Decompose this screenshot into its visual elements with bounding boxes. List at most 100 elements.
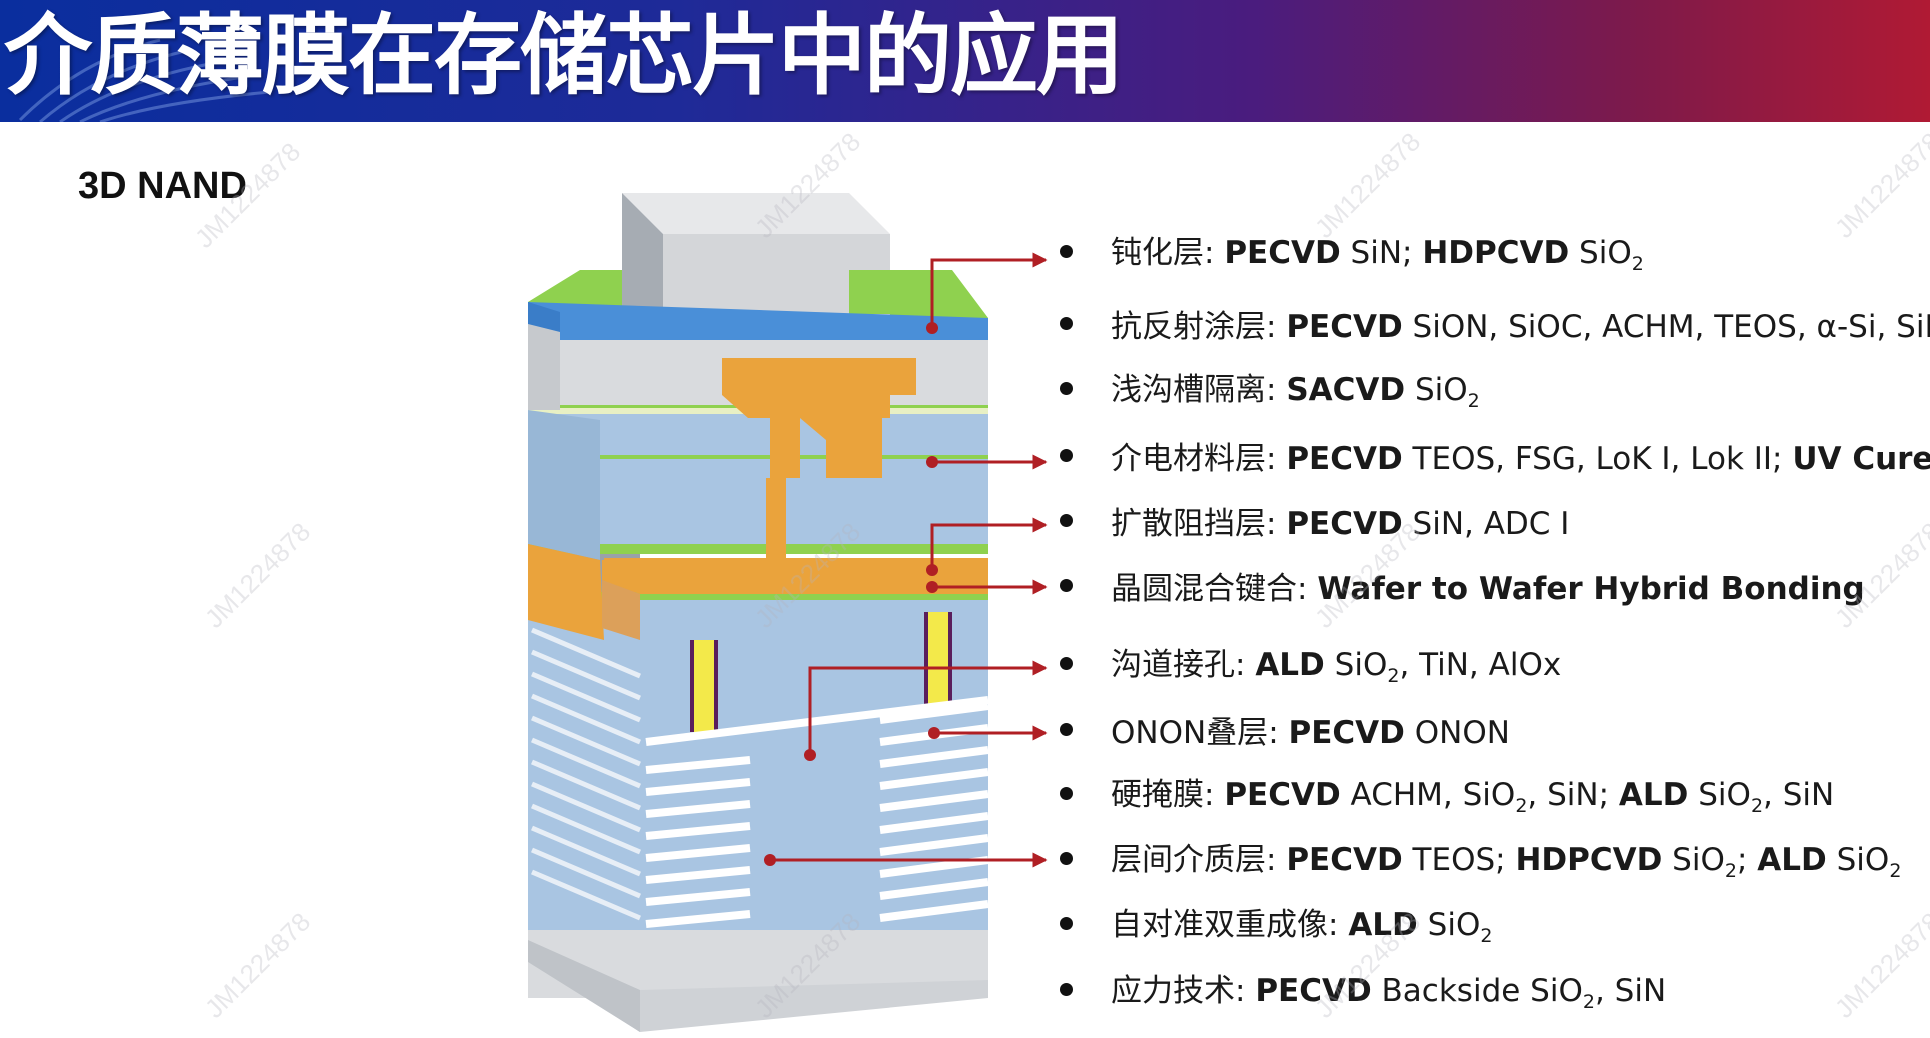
application-name: 介电材料层 (1111, 440, 1266, 477)
application-detail: SACVD (1286, 371, 1406, 408)
bullet-icon (1060, 578, 1073, 592)
application-detail: HDPCVD (1422, 234, 1570, 271)
application-detail: 2 (1480, 925, 1493, 948)
application-detail: SiN, ADC I (1402, 505, 1570, 542)
application-detail: PECVD (1286, 308, 1403, 345)
application-name: 硬掩膜 (1111, 776, 1204, 813)
application-detail: SiO (1569, 234, 1632, 271)
application-detail: SiO (1417, 906, 1481, 943)
application-detail: HDPCVD (1515, 841, 1663, 878)
application-label: 应力技术: PECVD Backside SiO2, SiN (1111, 972, 1667, 1014)
application-detail: SiO (1662, 841, 1725, 878)
application-detail: ALD (1348, 906, 1418, 943)
application-detail: 2 (1889, 860, 1902, 883)
bullet-icon (1060, 513, 1073, 527)
application-item: 自对准双重成像: ALD SiO2 (1060, 900, 1493, 948)
bullet-icon (1060, 381, 1073, 395)
application-detail: SiO (1688, 776, 1751, 813)
application-label: 抗反射涂层: PECVD SiON, SiOC, ACHM, TEOS, α-S… (1111, 301, 1930, 346)
application-item: 抗反射涂层: PECVD SiON, SiOC, ACHM, TEOS, α-S… (1060, 300, 1930, 346)
application-detail: 2 (1467, 390, 1480, 413)
application-detail: ALD (1255, 646, 1325, 683)
application-name: 沟道接孔 (1111, 646, 1235, 683)
application-detail: TEOS; (1402, 841, 1516, 878)
bullet-icon (1060, 982, 1073, 996)
application-detail: PECVD (1286, 440, 1403, 477)
application-detail: ACHM, SiO (1340, 776, 1516, 813)
application-label: 扩散阻挡层: PECVD SiN, ADC I (1111, 505, 1570, 542)
bullet-icon (1060, 656, 1073, 670)
application-item: ONON叠层: PECVD ONON (1060, 706, 1510, 752)
application-detail: UV Cure (1792, 440, 1930, 477)
application-item: 层间介质层: PECVD TEOS; HDPCVD SiO2; ALD SiO2 (1060, 835, 1902, 883)
application-label: 自对准双重成像: ALD SiO2 (1111, 906, 1493, 948)
application-detail: , SiN (1763, 776, 1835, 813)
application-detail: 2 (1387, 665, 1400, 688)
section-subtitle: 3D NAND (78, 165, 247, 207)
application-detail: SiO (1324, 646, 1388, 683)
application-detail: SiON, SiOC, ACHM, TEOS, α-Si, SiN (1402, 308, 1930, 345)
application-detail: PECVD (1255, 972, 1372, 1009)
application-item: 应力技术: PECVD Backside SiO2, SiN (1060, 966, 1667, 1014)
application-detail: PECVD (1224, 234, 1341, 271)
page-title: 介质薄膜在存储芯片中的应用 (4, 4, 1124, 107)
application-detail: , SiN (1594, 972, 1667, 1009)
bullet-icon (1060, 916, 1073, 930)
application-detail: 2 (1582, 991, 1595, 1014)
application-detail: 2 (1750, 795, 1764, 818)
application-item: 沟道接孔: ALD SiO2, TiN, AlOx (1060, 640, 1562, 688)
application-name: 层间介质层 (1111, 841, 1266, 878)
application-item: 浅沟槽隔离: SACVD SiO2 (1060, 365, 1480, 413)
application-label: 硬掩膜: PECVD ACHM, SiO2, SiN; ALD SiO2, Si… (1111, 776, 1835, 818)
application-detail: SiO (1405, 371, 1468, 408)
application-item: 钝化层: PECVD SiN; HDPCVD SiO2 (1060, 228, 1644, 276)
onon-stack (645, 696, 989, 928)
application-item: 晶圆混合键合: Wafer to Wafer Hybrid Bonding (1060, 562, 1865, 608)
application-item: 扩散阻挡层: PECVD SiN, ADC I (1060, 497, 1569, 543)
application-detail: ONON (1404, 714, 1510, 751)
application-detail: Wafer to Wafer Hybrid Bonding (1317, 570, 1865, 607)
bullet-icon (1060, 786, 1073, 800)
application-detail: 2 (1515, 795, 1528, 818)
title-bar: 介质薄膜在存储芯片中的应用 (0, 0, 1930, 122)
application-detail: , SiN; (1527, 776, 1619, 813)
application-detail: PECVD (1288, 714, 1405, 751)
feather-decoration-icon (18, 38, 271, 122)
application-label: 晶圆混合键合: Wafer to Wafer Hybrid Bonding (1111, 570, 1865, 607)
application-name: 钝化层 (1111, 234, 1204, 271)
application-name: 晶圆混合键合 (1111, 570, 1297, 607)
hybrid-bonding-layer (602, 560, 988, 640)
application-name: 扩散阻挡层 (1111, 505, 1266, 542)
bottom-substrate (640, 980, 988, 1032)
application-name: 浅沟槽隔离 (1111, 371, 1266, 408)
application-item: 介电材料层: PECVD TEOS, FSG, LoK I, Lok II; U… (1060, 432, 1930, 478)
application-label: ONON叠层: PECVD ONON (1111, 714, 1510, 751)
application-detail: 2 (1724, 860, 1737, 883)
channel-contacts (690, 612, 952, 732)
application-detail: TEOS, FSG, LoK I, Lok II; (1402, 440, 1793, 477)
application-detail: 2 (1631, 253, 1644, 276)
bullet-icon (1060, 851, 1073, 865)
application-detail: SiO (1826, 841, 1890, 878)
pointer-dots (764, 322, 940, 866)
application-detail: , TiN, AlOx (1399, 646, 1562, 683)
application-detail: ALD (1757, 841, 1827, 878)
application-name: 应力技术 (1111, 972, 1235, 1009)
application-detail: PECVD (1286, 505, 1403, 542)
application-label: 介电材料层: PECVD TEOS, FSG, LoK I, Lok II; U… (1111, 433, 1930, 478)
pointer-arrows (770, 252, 1048, 868)
application-detail: SiN; (1340, 234, 1423, 271)
bullet-icon (1060, 722, 1073, 736)
application-detail: ; (1736, 841, 1758, 878)
application-detail: ALD (1618, 776, 1689, 813)
application-label: 层间介质层: PECVD TEOS; HDPCVD SiO2; ALD SiO2 (1111, 841, 1902, 883)
application-name: ONON叠层 (1111, 714, 1269, 751)
application-label: 沟道接孔: ALD SiO2, TiN, AlOx (1111, 646, 1562, 688)
application-detail: PECVD (1224, 776, 1341, 813)
bullet-icon (1060, 448, 1073, 462)
application-item: 硬掩膜: PECVD ACHM, SiO2, SiN; ALD SiO2, Si… (1060, 770, 1835, 818)
application-label: 钝化层: PECVD SiN; HDPCVD SiO2 (1111, 234, 1644, 276)
application-detail: Backside SiO (1371, 972, 1583, 1009)
